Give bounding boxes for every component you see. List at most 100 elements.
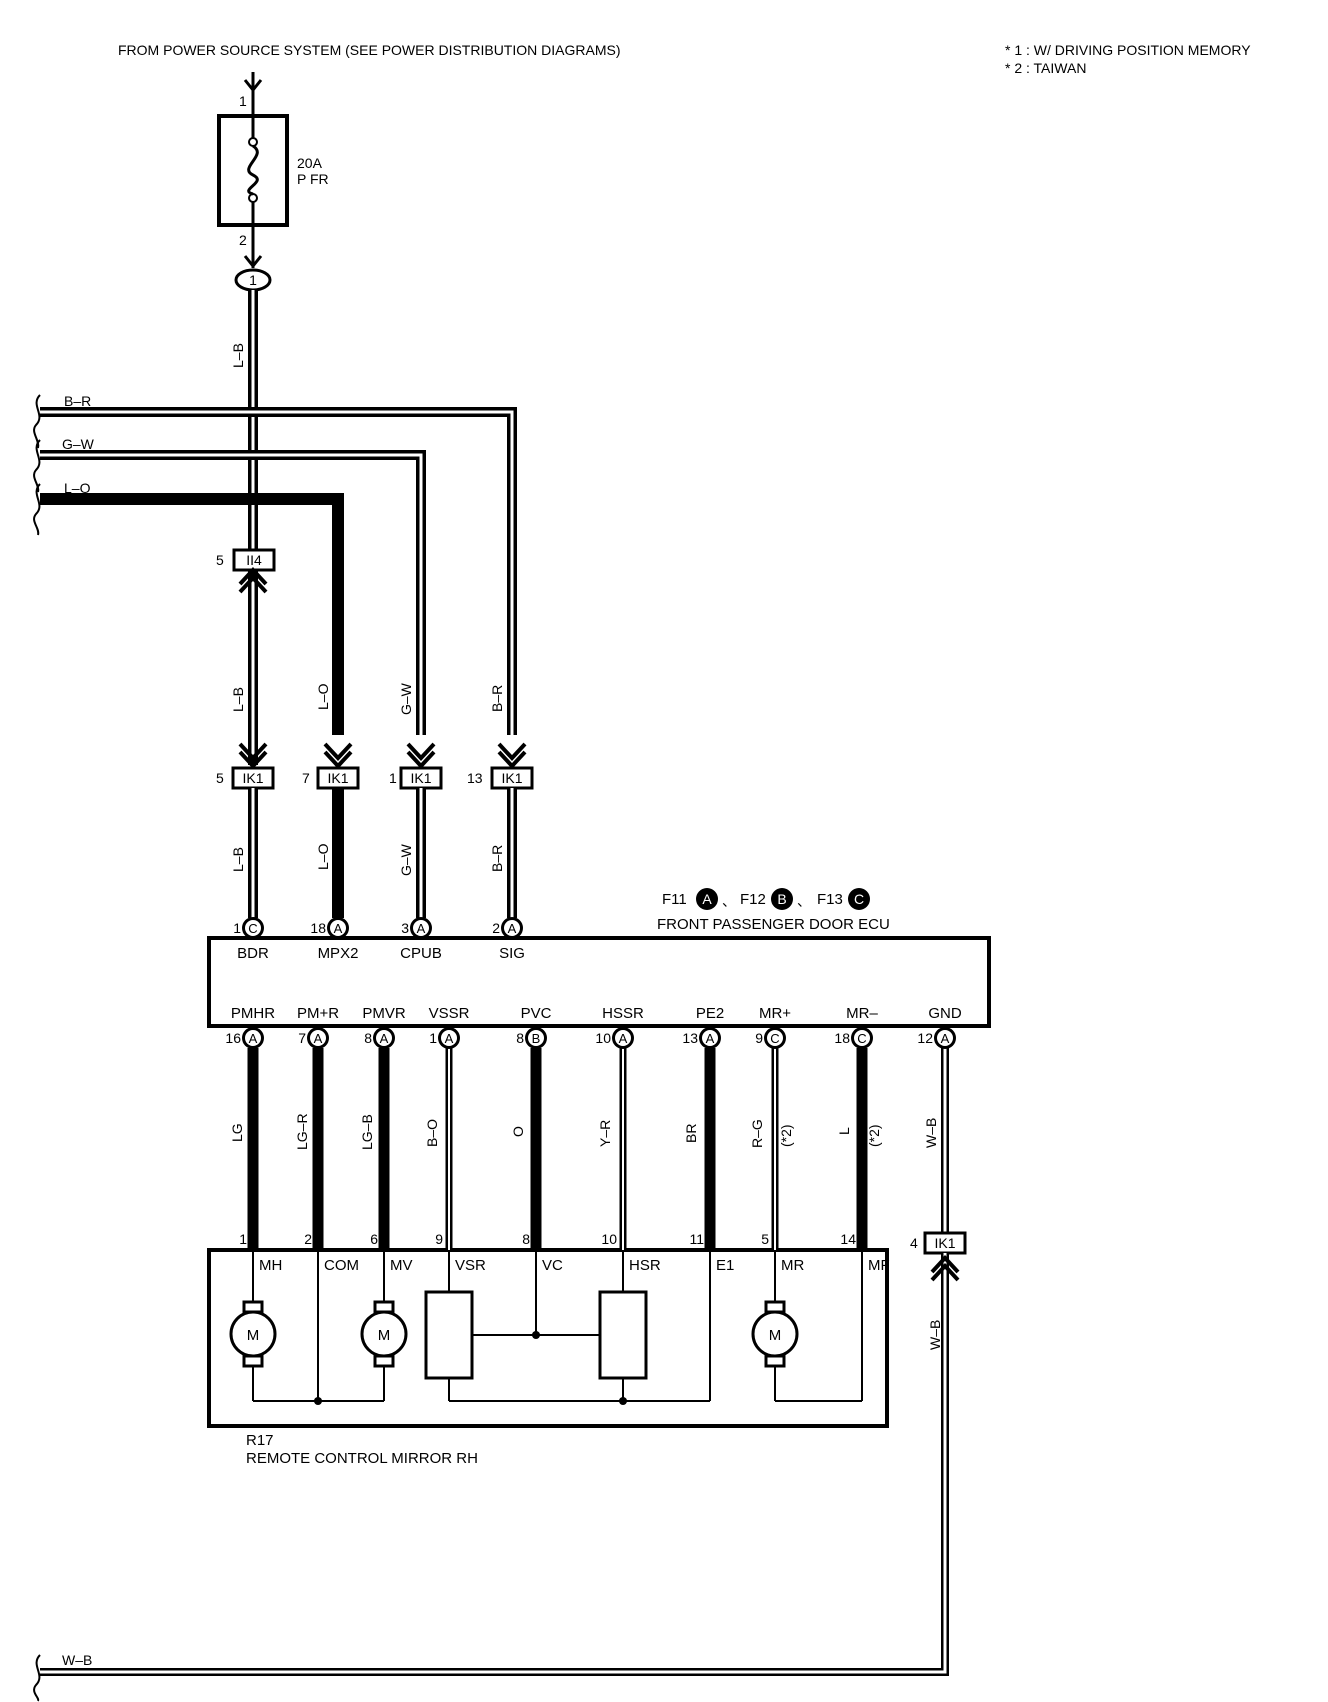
mirror-pin-num-0: 1 [239,1231,247,1247]
ik1-pin-a: 5 [216,770,224,786]
wire-label-lo-2: L–O [315,683,331,710]
ecu-top-pin-num-2: 3 [401,920,409,936]
ecu-bottom-pin-2-letter: A [380,1031,389,1046]
ecu-bottom-pin-num-4: 8 [516,1030,524,1046]
wire-label-lgb: LG–B [359,1114,375,1150]
ecu-top-pin-num-1: 18 [310,920,326,936]
ecu-bottom-pin-7-letter: C [770,1031,779,1046]
ecu-bottom-term-1: PM+R [297,1005,339,1022]
wire-label-br-ecu: BR [683,1124,699,1143]
ik1-pin-e: 4 [910,1235,918,1251]
ecu-top-pin-3-letter: A [508,921,517,936]
wire-label-gw-2: G–W [398,682,414,715]
ecu-bottom-pin-8-letter: C [857,1031,866,1046]
ecu-top-pin-num-0: 1 [233,920,241,936]
ecu-top-pin-1-letter: A [334,921,343,936]
ecu-bottom-pin-5-inner [615,1030,631,1046]
wire-label-br-3: B–R [489,845,505,872]
svg-text:M: M [769,1327,782,1344]
note-1: * 1 : W/ DRIVING POSITION MEMORY [1005,42,1251,58]
svg-text:F13: F13 [817,891,843,908]
mirror-pin-num-5: 10 [601,1231,617,1247]
ecu-bottom-pin-9-inner [937,1030,953,1046]
ecu-bottom-pin-4-letter: B [532,1031,541,1046]
ecu-top-term-1: MPX2 [318,945,359,962]
wire-br-bundle [40,407,517,735]
ecu-bottom-pin-num-2: 8 [364,1030,372,1046]
ik1-pin-c: 1 [389,770,397,786]
fuse-to-junction-wire [243,225,263,269]
ecu-bottom-term-6: PE2 [696,1005,724,1022]
mirror-pin-num-2: 6 [370,1231,378,1247]
mirror-pin-num-4: 8 [522,1231,530,1247]
mirror-code: R17 [246,1432,274,1449]
wire-label-l: L [836,1127,852,1135]
wire-label-wb-1: W–B [923,1118,939,1148]
ecu-top-pin-1-inner [330,920,346,936]
ik1-pin-b: 7 [302,770,310,786]
ecu-bottom-pin-num-5: 10 [595,1030,611,1046]
svg-text:II4: II4 [246,552,262,568]
ecu-name: FRONT PASSENGER DOOR ECU [657,916,890,933]
wire-label-wb-3: W–B [62,1652,92,1668]
ecu-bottom-pin-5-letter: A [619,1031,628,1046]
ecu-bottom-pin-7-inner [767,1030,783,1046]
ecu-top-term-3: SIG [499,945,525,962]
mirror-pin-term-1: COM [324,1257,359,1274]
ecu-bottom-pin-0-letter: A [249,1031,258,1046]
wire-label-lgr: LG–R [294,1113,310,1150]
fuse-amp: 20A [297,155,323,171]
mirror-pin-term-6: E1 [716,1257,734,1274]
ecu-bottom-pin-3-inner [441,1030,457,1046]
connector-ii4: II4 [232,548,276,572]
ecu-bottom-pin-num-9: 12 [917,1030,933,1046]
mirror-pin-num-1: 2 [304,1231,312,1247]
wire-label-lo-left: L–O [64,480,91,496]
fuse-name: P FR [297,171,329,187]
motor-mh-icon: M [229,1300,277,1368]
svg-text:IK1: IK1 [242,770,263,786]
ecu-bottom-pin-num-3: 1 [429,1030,437,1046]
wire-label-lb-1: L–B [230,343,246,368]
motor-mv-icon: M [360,1300,408,1368]
wire-label-rg: R–G [749,1119,765,1148]
svg-text:IK1: IK1 [327,770,348,786]
svg-text:IK1: IK1 [501,770,522,786]
wire-gw-bundle [40,450,426,735]
svg-text:1: 1 [249,272,257,288]
mirror-pin-num-8: 14 [840,1231,856,1247]
ecu-bottom-pin-6-letter: A [706,1031,715,1046]
break-mark-4 [33,1654,41,1702]
wire-label-lg: LG [229,1123,245,1142]
wire-label-rg-star: (*2) [778,1124,794,1147]
ecu-top-term-2: CPUB [400,945,442,962]
motor-mr-icon: M [751,1300,799,1368]
wire-wb-ground-return [40,1253,960,1676]
ecu-bottom-pin-num-0: 16 [225,1030,241,1046]
ecu-bottom-pin-num-8: 18 [834,1030,850,1046]
wire-label-br-left: B–R [64,393,91,409]
mirror-pin-num-3: 9 [435,1231,443,1247]
ecu-top-pin-3-inner [504,920,520,936]
ecu-bottom-pin-1-letter: A [314,1031,323,1046]
ecu-bottom-pin-9-letter: A [941,1031,950,1046]
ecu-top-pin-0-inner [245,920,261,936]
svg-text:A: A [702,891,712,907]
ecu-bottom-term-0: PMHR [231,1005,275,1022]
wire-label-lb-3: L–B [230,847,246,872]
ecu-bottom-pin-8-inner [854,1030,870,1046]
wire-label-yr: Y–R [597,1120,613,1147]
ecu-bottom-term-4: PVC [521,1005,552,1022]
mirror-pin-term-0: MH [259,1257,282,1274]
svg-text:F11: F11 [662,891,687,908]
mirror-internal-circuit [252,1250,863,1405]
ecu-top-term-0: BDR [237,945,269,962]
ecu-bottom-pin-1-inner [310,1030,326,1046]
mirror-pin-num-7: 5 [761,1231,769,1247]
mirror-pin-num-6: 11 [689,1231,704,1247]
ecu-bottom-pin-num-6: 13 [682,1030,698,1046]
ecu-connector-legend: F11 A 、 F12 B 、 F13 C [662,888,870,910]
ecu-bottom-term-3: VSSR [429,1005,470,1022]
